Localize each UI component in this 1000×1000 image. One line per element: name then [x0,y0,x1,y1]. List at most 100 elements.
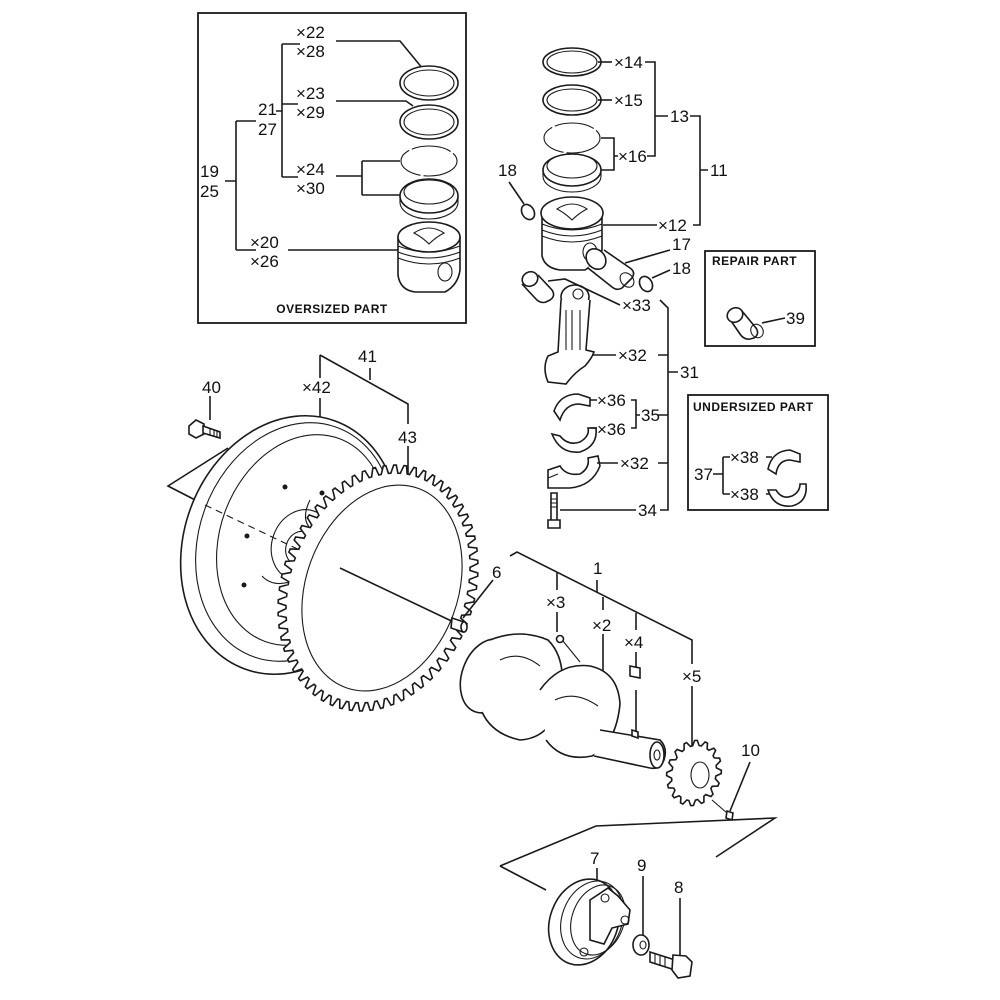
ring-16 [542,153,602,193]
label-19: 19 [200,162,219,181]
leader-10 [729,761,751,812]
label-6: 6 [492,563,501,582]
label-26: ×26 [250,252,279,271]
bracket-1 [509,551,693,664]
undersized-part-box: UNDERSIZED PART 37 ×38 ×38 [687,394,829,511]
label-18b: 18 [672,259,691,278]
label-24: ×24 [296,160,325,179]
crankshaft-1 [459,633,667,770]
pulley-alignment-line-2 [499,865,547,891]
label-21: 21 [258,100,277,119]
label-3: ×3 [546,593,565,612]
leader-18a [508,181,525,205]
label-20: ×20 [250,233,279,252]
pin-axis-line [711,799,728,814]
oversized-ring-top [399,65,459,101]
flywheel-assembly: 41 ×42 43 40 [166,347,479,712]
label-38a: ×38 [730,448,759,467]
label-31: 31 [680,363,699,382]
crank-gear-5 [665,739,723,807]
pulley-bolt-8 [649,950,693,979]
piston-pin-17 [585,247,635,291]
label-2: ×2 [592,616,611,635]
label-5: ×5 [682,667,701,686]
label-15: ×15 [614,91,643,110]
label-23: ×23 [296,84,325,103]
dowel-axis-line [339,567,463,627]
bracket-19-25 [225,120,256,251]
key-4 [629,665,641,679]
bracket-35 [590,399,640,429]
label-14: ×14 [614,53,643,72]
label-8: 8 [674,878,683,897]
label-17: 17 [672,235,691,254]
oversized-ring-oil [399,178,459,220]
repair-caption: REPAIR PART [712,254,797,268]
label-42: ×42 [302,378,331,397]
bushing-39 [726,306,764,340]
repair-part-box: REPAIR PART 39 [704,250,816,347]
rod-cap-32 [547,455,601,489]
leader-24 [336,160,400,196]
washer-9 [632,934,650,956]
label-34: 34 [638,501,657,520]
label-41: 41 [358,347,377,366]
label-10: 10 [741,741,760,760]
bolt-alignment-line [166,447,229,506]
oversized-part-box: OVERSIZED PART 19 25 21 27 ×22 ×28 ×23 ×… [197,12,467,324]
dowel-pin-6 [450,616,468,634]
label-12: ×12 [658,216,687,235]
label-4: ×4 [624,633,643,652]
leader-18b [651,269,671,279]
flywheel-axis-line [204,504,311,556]
crank-gear-teeth [665,739,723,807]
ring-16-spring [543,122,601,154]
ring-gear-teeth [277,464,479,712]
label-28: ×28 [296,42,325,61]
leader-16 [601,137,618,171]
label-37: 37 [694,465,713,484]
crankshaft-assembly: 6 1 ×3 ×2 ×4 ×5 [450,551,760,822]
pulley-assembly: 7 9 8 [499,817,778,979]
label-38b: ×38 [730,485,759,504]
piston-assembly: ×14 ×15 ×16 13 11 ×12 18 17 18 [498,47,728,293]
leader-39 [761,317,786,324]
connecting-rod-assembly: ×33 ×32 31 ×36 ×36 35 ×32 34 [521,270,699,529]
snap-ring-18-left [520,203,536,221]
label-32b: ×32 [620,454,649,473]
label-11: 11 [710,161,728,180]
bracket-11 [690,115,708,226]
oversized-ring-oil-spring [400,145,458,177]
label-22: ×22 [296,23,325,42]
bracket-31 [658,299,678,511]
label-36a: ×36 [597,391,626,410]
bracket-21-27 [276,43,300,178]
leader-17 [624,249,671,264]
con-rod-32 [544,284,596,385]
label-1: 1 [593,559,602,578]
label-39: 39 [786,309,805,328]
snap-ring-18-right [638,275,654,293]
undersized-box-frame [687,394,829,511]
leader-33 [547,278,621,306]
bearing-38-top [767,449,801,476]
bracket-41 [319,354,409,424]
ring-gear-inner [301,484,463,692]
flywheel-bolt-40 [188,419,221,440]
label-33: ×33 [622,296,651,315]
leader-23 [336,100,414,107]
label-40: 40 [202,378,221,397]
bracket-13 [645,61,668,157]
ring-gear-43 [277,464,479,712]
oversized-caption: OVERSIZED PART [276,302,388,316]
leader-6 [462,579,494,619]
ring-15 [542,84,602,116]
label-43: 43 [398,428,417,447]
undersized-caption: UNDERSIZED PART [693,400,814,414]
oversized-box-frame [197,12,467,324]
repair-box-frame [704,250,816,347]
label-16: ×16 [618,147,647,166]
bracket-37 [713,456,730,495]
oversized-ring-second [399,104,459,140]
ring-14 [542,47,602,77]
